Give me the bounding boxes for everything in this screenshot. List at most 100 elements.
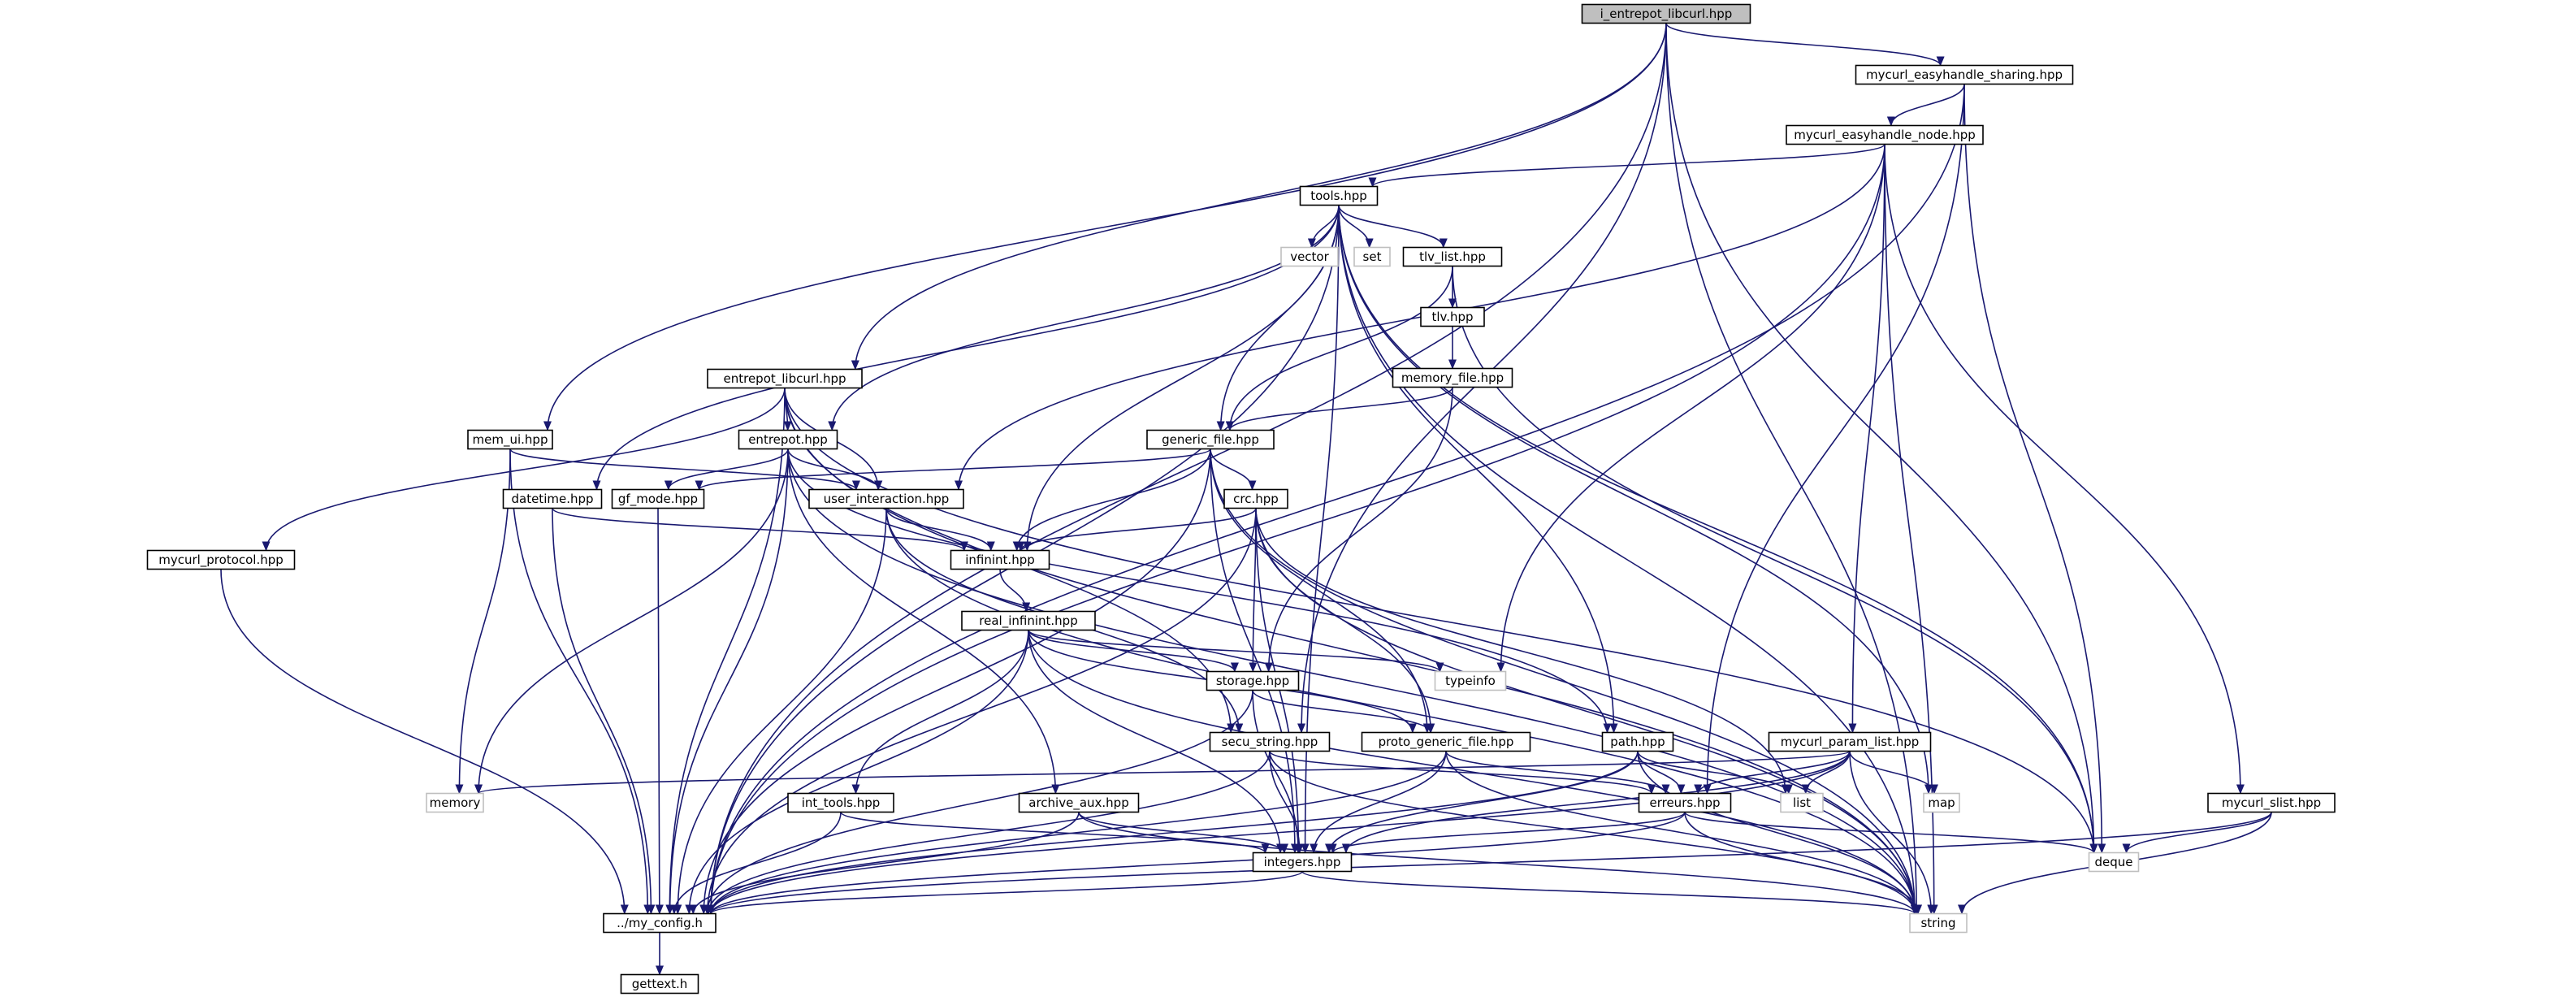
node-box [961,610,1096,631]
node-box [738,429,838,450]
edge-erreurs-to-deque [1684,811,2098,854]
edge-path-to-erreurs [1637,751,1686,795]
node-label: vector [1290,249,1329,264]
node-box [1909,912,1968,934]
node-crc[interactable]: crc.hpp [1223,488,1288,509]
edge-storage-to-proto_generic_file [1252,690,1435,734]
node-mycurl-easyhandle-node[interactable]: mycurl_easyhandle_node.hpp [1786,124,1984,145]
node-box [950,549,1050,570]
edge-entrepot-to-gf_mode [664,448,789,491]
node-label: tlv.hpp [1431,310,1473,324]
node-label: proto_generic_file.hpp [1379,734,1514,750]
edge-archive_aux-to-integers [1078,812,1288,854]
node-i-entrepot-libcurl[interactable]: i_entrepot_libcurl.hpp [1581,3,1751,24]
node-mycurl-param-list[interactable]: mycurl_param_list.hpp [1768,731,1932,752]
node-label: int_tools.hpp [802,795,881,811]
node-tlv-list[interactable]: tlv_list.hpp [1402,246,1503,267]
node-storage[interactable]: storage.hpp [1206,670,1300,691]
edge-mycurl_easyhandle_node-to-typeinfo [1496,144,1885,673]
node-label: mem_ui.hpp [473,432,548,448]
node-mycurl-slist[interactable]: mycurl_slist.hpp [2207,792,2336,813]
node-mycurl-easyhandle-sharing[interactable]: mycurl_easyhandle_sharing.hpp [1855,64,2074,85]
node-box [1353,246,1391,267]
node-datetime[interactable]: datetime.hpp [502,488,603,509]
node-label: crc.hpp [1233,492,1279,506]
node-label: tlv_list.hpp [1419,249,1486,265]
node-entrepot-libcurl[interactable]: entrepot_libcurl.hpp [707,368,863,389]
node-proto-generic-file[interactable]: proto_generic_file.hpp [1361,731,1531,752]
node-generic-file[interactable]: generic_file.hpp [1146,429,1275,450]
node-string: string [1909,912,1968,934]
edge-tools-to-vector [1307,205,1340,249]
node-mycurl-protocol[interactable]: mycurl_protocol.hpp [146,549,296,570]
node-label: mycurl_protocol.hpp [158,552,284,568]
node-int-tools[interactable]: int_tools.hpp [787,792,894,813]
edge-secu_string-to-integers [1269,751,1304,854]
node-label: set [1363,249,1382,264]
node-gf-mode[interactable]: gf_mode.hpp [611,488,705,509]
node-archive-aux[interactable]: archive_aux.hpp [1018,792,1140,813]
node-box [1780,792,1824,813]
edge-erreurs-to-string [1684,812,1922,915]
node-box [603,912,717,934]
edge-real_infinint-to-int_tools [851,630,1029,795]
node-label: string [1920,916,1955,930]
node-secu-string[interactable]: secu_string.hpp [1209,731,1331,752]
edge-i_entrepot_libcurl-to-mycurl_easyhandle_sharing [1665,23,1945,67]
node-path[interactable]: path.hpp [1601,731,1674,752]
edge-entrepot_libcurl-to-my_config [665,388,786,915]
node-label: erreurs.hpp [1649,795,1720,810]
node-memory-file[interactable]: memory_file.hpp [1392,367,1513,388]
edge-mycurl_easyhandle_node-to-string [1884,144,1938,915]
edge-mycurl_param_list-to-erreurs [1694,751,1851,795]
edge-proto_generic_file-to-erreurs [1445,751,1670,795]
node-mem-ui[interactable]: mem_ui.hpp [467,429,553,450]
edge-user_interaction-to-infinint [885,508,995,552]
node-box [620,973,699,994]
node-label: infinint.hpp [965,552,1035,567]
edge-crc-to-my_config [703,508,1257,915]
node-tlv[interactable]: tlv.hpp [1420,306,1485,327]
node-box [1402,246,1503,267]
node-user-interaction[interactable]: user_interaction.hpp [808,488,964,509]
node-entrepot[interactable]: entrepot.hpp [738,429,838,450]
node-real-infinint[interactable]: real_infinint.hpp [961,610,1096,631]
node-box [1299,185,1379,206]
node-box [467,429,553,450]
edge-i_entrepot_libcurl-to-entrepot_libcurl [851,23,1667,370]
node-box [1392,367,1513,388]
edge-crc-to-string [1255,508,1919,915]
node-infinint[interactable]: infinint.hpp [950,549,1050,570]
edge-real_infinint-to-my_config [685,630,1029,915]
edge-entrepot-to-my_config [665,448,789,915]
node-label: entrepot.hpp [748,432,828,447]
edge-mem_ui-to-memory [455,448,511,795]
node-erreurs[interactable]: erreurs.hpp [1638,792,1732,813]
node-box [1206,670,1300,691]
node-gettext[interactable]: gettext.h [620,973,699,994]
node-label: integers.hpp [1264,855,1341,869]
edge-real_infinint-to-integers [1028,630,1285,854]
edge-gf_mode-to-my_config [655,508,664,915]
edge-proto_generic_file-to-string [1445,751,1919,915]
node-box [1252,852,1353,873]
edge-int_tools-to-my_config [669,812,842,915]
node-label: ../my_config.h [617,916,703,931]
node-my-config[interactable]: ../my_config.h [603,912,717,934]
node-box [1786,124,1984,145]
node-box [787,792,894,813]
node-integers[interactable]: integers.hpp [1252,852,1353,873]
edge-memory_file-to-storage [1264,387,1453,673]
node-tools[interactable]: tools.hpp [1299,185,1379,206]
node-box [2088,852,2140,873]
edge-tlv_list-to-generic_file [1225,266,1453,431]
edge-mycurl_easyhandle_node-to-mycurl_slist [1884,144,2245,795]
node-label: memory [430,795,481,810]
node-label: mycurl_easyhandle_sharing.hpp [1866,67,2063,83]
node-label: storage.hpp [1216,674,1289,688]
edge-proto_generic_file-to-my_config [707,751,1447,915]
edge-generic_file-to-infinint [1012,448,1211,552]
node-deque: deque [2088,852,2140,873]
node-label: mycurl_param_list.hpp [1781,734,1920,750]
